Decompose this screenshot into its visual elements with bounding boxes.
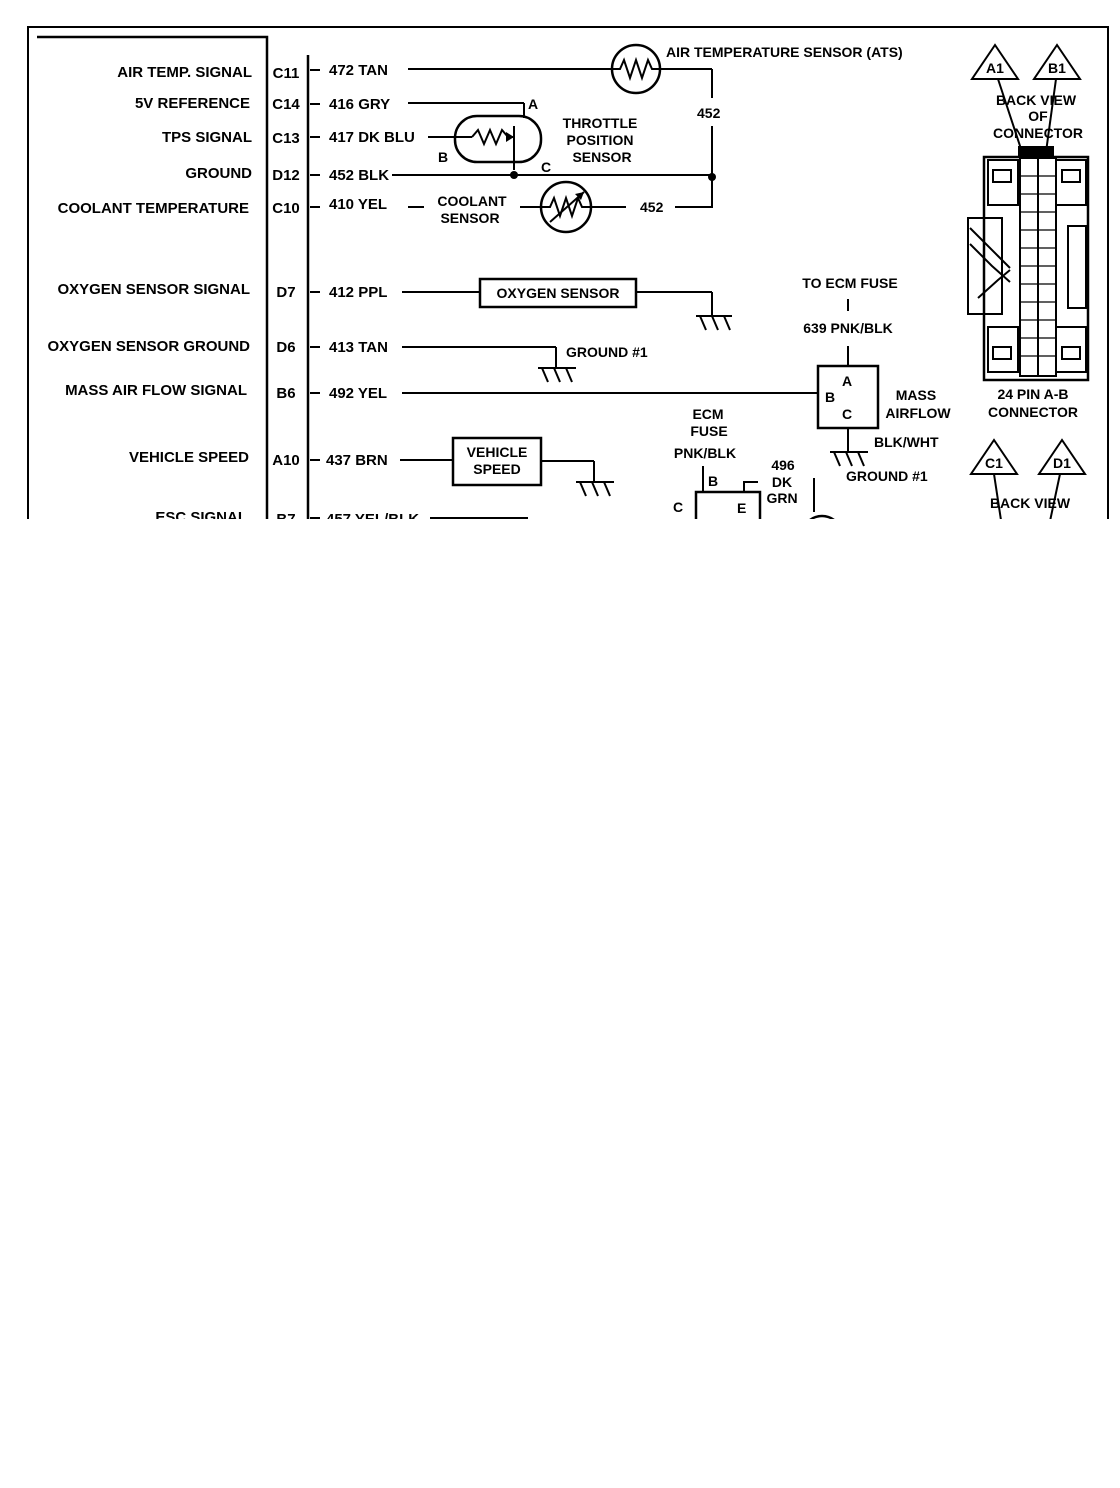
- wire-esc-e: [743, 481, 758, 492]
- pin-d7: D7: [276, 284, 295, 301]
- back-view-2-label: BACK VIEW: [990, 495, 1071, 511]
- tps-label-line1: THROTTLE: [563, 115, 638, 131]
- maf-label-line1: MASS: [896, 387, 936, 403]
- connector-triangle-b1: [1032, 43, 1082, 80]
- wire-472-tan: 472 TAN: [329, 62, 388, 79]
- connector-24pin-icon: [967, 146, 1090, 382]
- oxygen-sensor-label: OXYGEN SENSOR: [497, 285, 620, 301]
- pointer-b1: [1045, 78, 1057, 153]
- ecm-label-oxygen-sensor-ground: OXYGEN SENSOR GROUND: [47, 338, 250, 355]
- ecm-label-air-temp-signal: AIR TEMP. SIGNAL: [117, 64, 252, 81]
- junction-452: [708, 173, 716, 181]
- ecm-label-vehicle-speed: VEHICLE SPEED: [129, 449, 249, 466]
- vss-label-line1: VEHICLE: [467, 444, 528, 460]
- ground-1b-label: GROUND #1: [846, 468, 928, 484]
- pin-b7: B7: [276, 511, 295, 528]
- pin-d6: D6: [276, 339, 295, 356]
- ecm-label-coolant-temperature: COOLANT TEMPERATURE: [58, 200, 249, 217]
- ecm-fuse-label-line2: FUSE: [690, 423, 727, 439]
- vss-label-line2: SPEED: [473, 461, 520, 477]
- wire-457-yel-blk: 457 YEL/BLK: [326, 511, 419, 528]
- wire-437-brn: 437 BRN: [326, 452, 388, 469]
- diagram-frame: [27, 26, 1109, 519]
- tps-pin-c: C: [541, 159, 551, 175]
- ground-symbol-vss: [576, 461, 614, 497]
- maf-pin-b: B: [825, 389, 835, 405]
- wire-417-dk-blu: 417 DK BLU: [329, 129, 415, 146]
- connector-c1-label: C1: [985, 455, 1003, 471]
- to-ecm-fuse-label: TO ECM FUSE: [802, 275, 897, 291]
- pin24-label-line2: CONNECTOR: [988, 404, 1078, 420]
- tps-resistor-icon: [460, 126, 515, 170]
- esc-module-box: [694, 490, 762, 519]
- connector-a1-label: A1: [986, 60, 1004, 76]
- maf-pin-a: A: [842, 373, 852, 389]
- pointer-c1: [993, 473, 1002, 519]
- ecm-label-tps-signal: TPS SIGNAL: [162, 129, 252, 146]
- tps-pin-b: B: [438, 149, 448, 165]
- ats-label: AIR TEMPERATURE SENSOR (ATS): [666, 44, 903, 60]
- tps-body: [453, 114, 543, 164]
- ecm-fuse-wire-label: PNK/BLK: [674, 445, 736, 461]
- tps-pin-a: A: [528, 96, 538, 112]
- ecm-label-esc-signal: ESC SIGNAL: [155, 509, 247, 526]
- esc-pin-e: E: [737, 500, 746, 516]
- pointer-a1: [997, 78, 1023, 153]
- esc-pin-b: B: [708, 473, 718, 489]
- ground-symbol-maf: [830, 428, 868, 467]
- esc-wire-line3: GRN: [766, 490, 797, 506]
- esc-wire-line1: 496: [771, 457, 795, 473]
- connector-d1-label: D1: [1053, 455, 1071, 471]
- wire-492-yel: 492 YEL: [329, 385, 387, 402]
- pointer-d1: [1049, 473, 1061, 519]
- of-label: OF: [1028, 108, 1048, 124]
- ecm-label-mass-air-flow-signal: MASS AIR FLOW SIGNAL: [65, 382, 247, 399]
- coolant-thermistor-icon: [539, 180, 593, 234]
- coolant-label-line1: COOLANT: [437, 193, 507, 209]
- esc-pin-c: C: [673, 499, 683, 515]
- connector-triangle-d1: [1037, 438, 1087, 475]
- maf-label-line2: AIRFLOW: [885, 405, 951, 421]
- maf-ground-wire-label: BLK/WHT: [874, 434, 939, 450]
- pin-c10: C10: [272, 200, 300, 217]
- wire-413-tan: 413 TAN: [329, 339, 388, 356]
- tps-label-line2: POSITION: [567, 132, 634, 148]
- wire-416-gry: 416 GRY: [329, 96, 390, 113]
- wire-412-ppl: 412 PPL: [329, 284, 387, 301]
- pin-c14: C14: [272, 96, 300, 113]
- connector-label: CONNECTOR: [993, 125, 1083, 141]
- pin-b6: B6: [276, 385, 295, 402]
- ecm-block: [37, 35, 269, 519]
- ecm-label-oxygen-sensor-signal: OXYGEN SENSOR SIGNAL: [57, 281, 250, 298]
- pin-d12: D12: [272, 167, 300, 184]
- pin-a10: A10: [272, 452, 300, 469]
- knock-sensor-icon: [809, 514, 835, 519]
- ats-thermistor-icon: [610, 43, 662, 95]
- junction-tps-ground: [510, 171, 518, 179]
- connector-b1-label: B1: [1048, 60, 1066, 76]
- tps-label-line3: SENSOR: [572, 149, 631, 165]
- coolant-label-line2: SENSOR: [440, 210, 499, 226]
- wire-452-blk: 452 BLK: [329, 167, 389, 184]
- esc-wire-line2: DK: [772, 474, 792, 490]
- pin24-label-line1: 24 PIN A-B: [997, 386, 1068, 402]
- connector-triangle-a1: [970, 43, 1020, 80]
- ground-1-label: GROUND #1: [566, 344, 648, 360]
- pin-c13: C13: [272, 130, 300, 147]
- wire-410-yel: 410 YEL: [329, 196, 387, 213]
- pin-stubs: [310, 69, 320, 519]
- pin-c11: C11: [273, 65, 300, 82]
- back-view-label: BACK VIEW: [996, 92, 1077, 108]
- maf-feed-wire-label: 639 PNK/BLK: [803, 320, 892, 336]
- ecm-fuse-label-line1: ECM: [692, 406, 723, 422]
- ground-symbol-d6: [538, 347, 576, 383]
- ground-symbol-o2: [696, 292, 732, 331]
- ecm-label-5v-reference: 5V REFERENCE: [135, 95, 250, 112]
- wire-452-label: 452: [697, 105, 721, 121]
- coolant-wire-452: 452: [640, 199, 664, 215]
- ecm-label-ground: GROUND: [185, 165, 252, 182]
- maf-pin-c: C: [842, 406, 852, 422]
